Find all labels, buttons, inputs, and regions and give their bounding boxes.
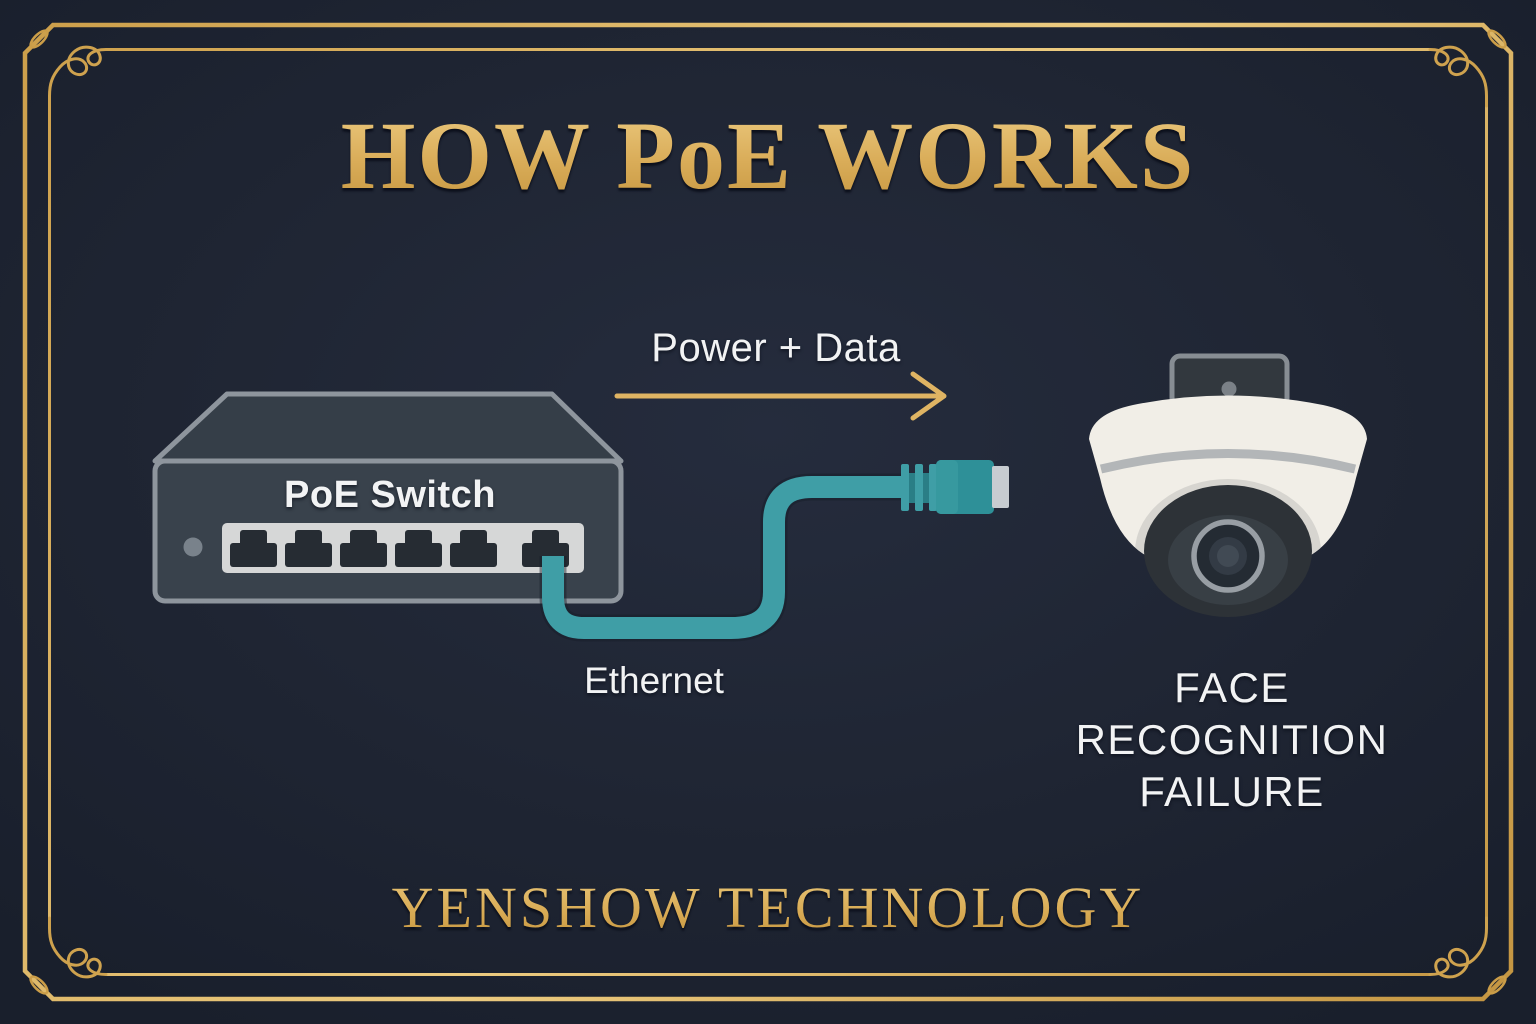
corner-flourish-icon bbox=[1428, 45, 1488, 108]
ethernet-port bbox=[230, 530, 277, 567]
outer-border-line bbox=[22, 22, 1514, 1002]
switch-label: PoE Switch bbox=[284, 474, 496, 516]
ethernet-port bbox=[340, 530, 387, 567]
ethernet-port bbox=[285, 530, 332, 567]
switch-top-face bbox=[152, 391, 624, 464]
camera-caption-line: FAILURE bbox=[1139, 768, 1325, 815]
cable-label: Ethernet bbox=[584, 660, 724, 701]
network-switch-illustration bbox=[152, 391, 624, 604]
switch-ports bbox=[230, 530, 569, 567]
camera-housing-stripe bbox=[1099, 449, 1357, 474]
arrow-label: Power + Data bbox=[651, 326, 901, 370]
page-title: HOW PoE WORKS bbox=[0, 105, 1536, 207]
dome-camera-illustration bbox=[1089, 353, 1367, 617]
camera-caption-line: RECOGNITION bbox=[1075, 716, 1389, 763]
camera-lens-center bbox=[1217, 545, 1239, 567]
decorative-border bbox=[22, 22, 1514, 1002]
rj45-connector-icon bbox=[901, 460, 1009, 514]
cable-line bbox=[542, 476, 906, 639]
ethernet-port bbox=[395, 530, 442, 567]
corner-flourish-icon bbox=[48, 45, 108, 108]
camera-caption-line: FACE bbox=[1174, 664, 1290, 711]
ethernet-cable-illustration bbox=[539, 460, 1009, 642]
arrow-head-icon bbox=[910, 371, 947, 421]
power-data-arrow bbox=[614, 371, 947, 421]
inner-border-line bbox=[48, 48, 1488, 976]
camera-mount-dot bbox=[1221, 381, 1237, 397]
ethernet-port bbox=[450, 530, 497, 567]
status-led bbox=[183, 537, 203, 557]
footer-brand: YENSHOW TECHNOLOGY bbox=[0, 874, 1536, 941]
camera-caption: FACE RECOGNITION FAILURE bbox=[1032, 662, 1432, 818]
